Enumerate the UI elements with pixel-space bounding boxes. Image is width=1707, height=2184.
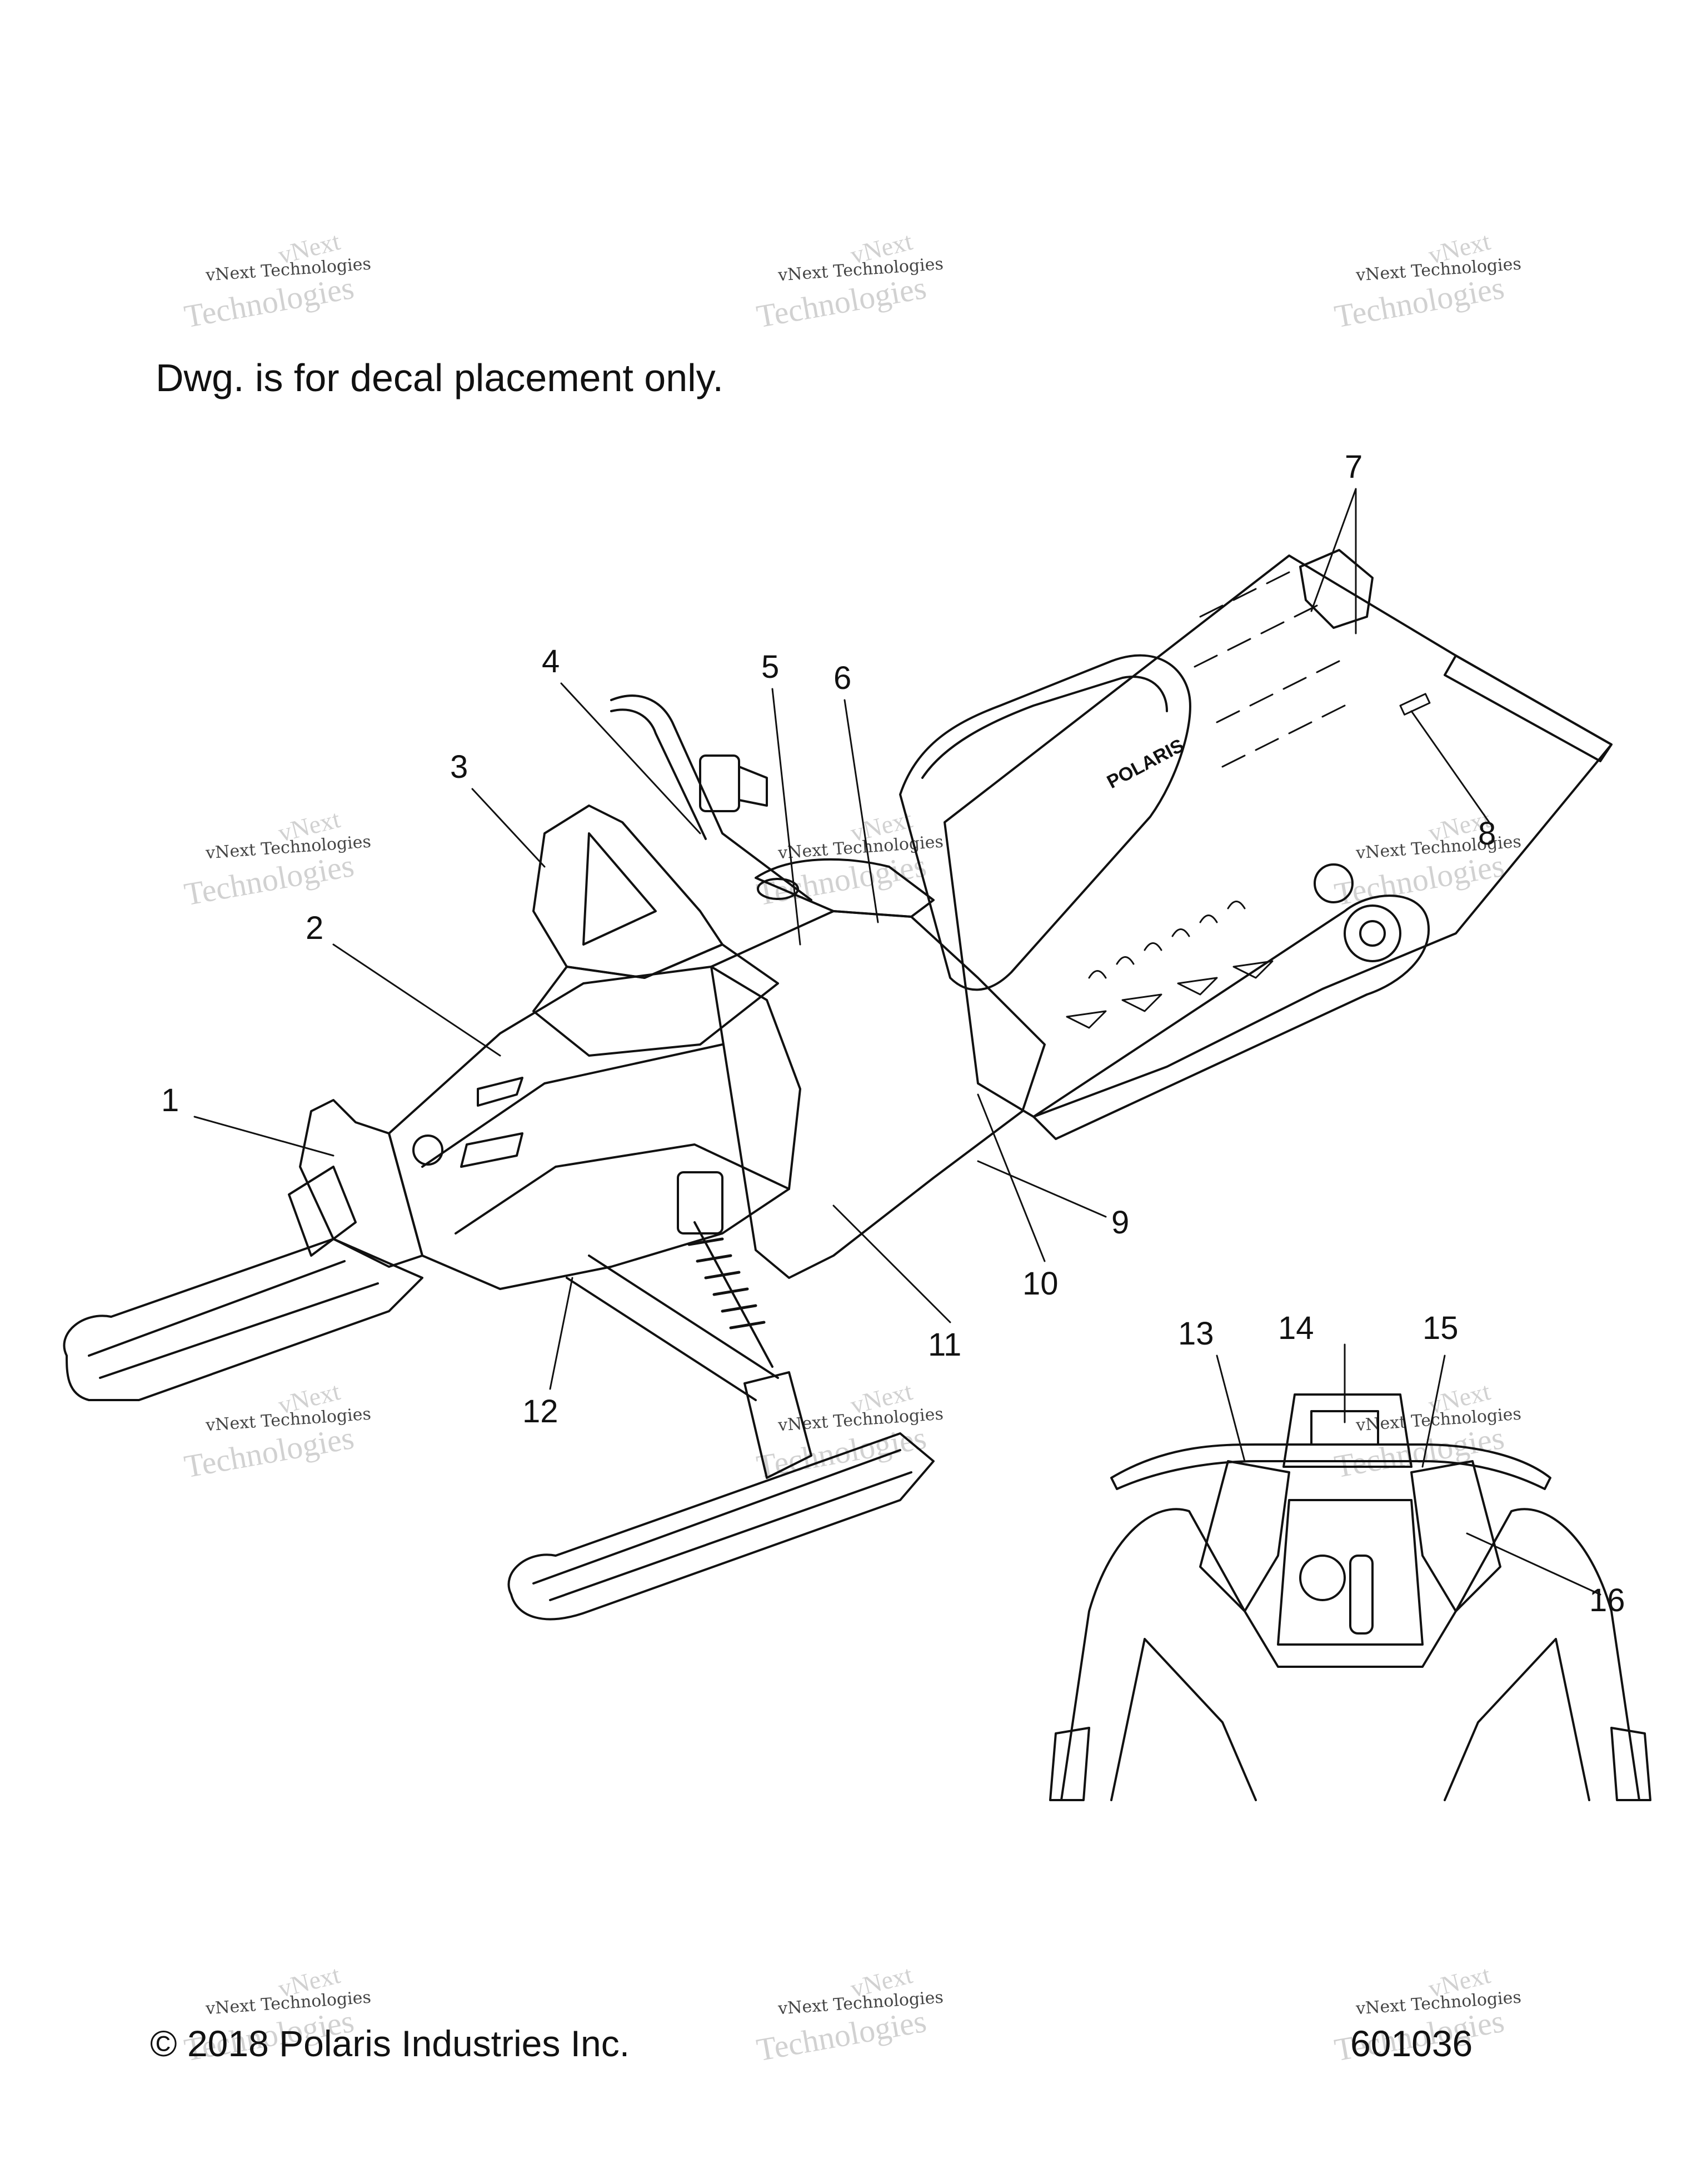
leader-11 bbox=[832, 1205, 951, 1323]
leader-1 bbox=[193, 1116, 335, 1157]
leader-8 bbox=[1410, 710, 1490, 823]
mirror-mount bbox=[738, 766, 768, 807]
leader-12 bbox=[549, 1277, 573, 1390]
copyright-notice: © 2018 Polaris Industries Inc. bbox=[150, 2023, 630, 2064]
callout-9: 9 bbox=[1111, 1205, 1129, 1241]
tunnel-vents bbox=[1194, 571, 1431, 768]
inset-console-right bbox=[1410, 1460, 1501, 1612]
callout-13: 13 bbox=[1178, 1316, 1214, 1352]
seat-logo: POLARIS bbox=[1104, 735, 1187, 793]
seat bbox=[899, 654, 1191, 991]
callout-11: 11 bbox=[928, 1327, 961, 1363]
hood-vent-2 bbox=[460, 1132, 523, 1168]
callout-15: 15 bbox=[1422, 1310, 1459, 1346]
snowmobile-main-view: POLARIS bbox=[63, 549, 1613, 1621]
inset-console-left bbox=[1199, 1460, 1290, 1612]
leader-10 bbox=[977, 1093, 1046, 1262]
leader-5 bbox=[771, 688, 801, 946]
rear-bumper bbox=[1299, 549, 1374, 629]
hood-line-1 bbox=[421, 1043, 723, 1168]
leader-4 bbox=[560, 682, 701, 834]
idler-hub bbox=[1359, 920, 1386, 947]
right-ski bbox=[507, 1432, 935, 1621]
leader-2 bbox=[332, 943, 501, 1057]
inset-handlebar bbox=[1110, 1443, 1551, 1490]
track bbox=[1032, 894, 1430, 1140]
leader-13 bbox=[1216, 1355, 1246, 1462]
callout-12: 12 bbox=[522, 1393, 558, 1430]
callout-4: 4 bbox=[542, 643, 560, 679]
hood bbox=[388, 966, 801, 1290]
inset-track-left bbox=[1049, 1727, 1090, 1801]
callout-14: 14 bbox=[1278, 1310, 1314, 1346]
headlight bbox=[412, 1135, 443, 1166]
handlebar bbox=[610, 694, 812, 901]
tunnel bbox=[944, 554, 1613, 1118]
inset-center-tunnel bbox=[1277, 1499, 1424, 1646]
left-ski bbox=[63, 1238, 423, 1401]
callout-7: 7 bbox=[1345, 449, 1362, 485]
leader-6 bbox=[843, 699, 879, 923]
callout-8: 8 bbox=[1478, 816, 1496, 852]
fuel-tank bbox=[755, 858, 935, 918]
windshield bbox=[532, 804, 723, 979]
left-spindle bbox=[288, 1166, 357, 1257]
hood-line-2 bbox=[455, 1143, 790, 1235]
left-ski-rail bbox=[88, 1260, 379, 1379]
callout-16: 16 bbox=[1589, 1582, 1625, 1618]
shock-reservoir bbox=[677, 1171, 723, 1235]
footrest-holes bbox=[1066, 901, 1274, 1029]
inset-grip bbox=[1349, 1555, 1374, 1635]
leader-7a bbox=[1310, 488, 1357, 612]
inset-fuel-cap bbox=[1299, 1555, 1346, 1601]
inset-track-right bbox=[1610, 1727, 1651, 1801]
hood-vent bbox=[477, 1077, 523, 1107]
shock-spring bbox=[687, 1237, 766, 1330]
callout-6: 6 bbox=[833, 660, 851, 696]
idler-wheel bbox=[1344, 904, 1401, 962]
seat-top bbox=[921, 676, 1168, 779]
inset-gauge bbox=[1282, 1393, 1412, 1468]
console bbox=[532, 943, 779, 1057]
leader-16 bbox=[1466, 1532, 1601, 1596]
leader-lines bbox=[193, 488, 1601, 1596]
callout-labels: 1 2 3 4 5 6 7 8 9 10 11 12 13 14 15 16 bbox=[161, 449, 1625, 1618]
leader-9 bbox=[977, 1160, 1107, 1218]
throttle-block bbox=[699, 754, 740, 812]
right-ski-rail bbox=[532, 1449, 912, 1601]
fuel-cap bbox=[757, 878, 799, 900]
snow-flap bbox=[1444, 654, 1613, 762]
leader-15 bbox=[1421, 1355, 1446, 1468]
callout-2: 2 bbox=[306, 910, 323, 946]
inset-body bbox=[1060, 1508, 1640, 1801]
inset-body-inner bbox=[1110, 1638, 1590, 1801]
front-shock bbox=[693, 1221, 773, 1368]
right-spindle bbox=[743, 1371, 812, 1479]
callout-3: 3 bbox=[450, 749, 468, 785]
a-arm bbox=[566, 1255, 779, 1401]
callout-10: 10 bbox=[1022, 1266, 1059, 1302]
drawing-number: 601036 bbox=[1350, 2023, 1473, 2064]
windshield-inner bbox=[582, 832, 657, 946]
callout-1: 1 bbox=[161, 1082, 179, 1118]
idler-wheel-upper bbox=[1314, 863, 1354, 903]
front-bumper bbox=[299, 1099, 423, 1268]
drawing-note: Dwg. is for decal placement only. bbox=[156, 356, 723, 399]
callout-5: 5 bbox=[761, 649, 779, 685]
inset-top-view bbox=[1049, 1393, 1651, 1801]
leader-3 bbox=[471, 788, 546, 868]
